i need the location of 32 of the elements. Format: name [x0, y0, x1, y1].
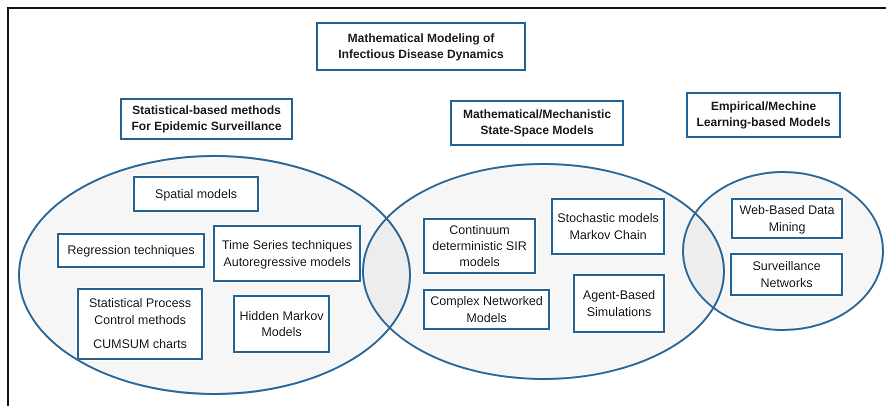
method-text: CUMSUM charts [93, 336, 187, 353]
method-text: Spatial models [155, 186, 237, 202]
heading-box [316, 22, 526, 71]
heading-box [450, 100, 624, 146]
method-text: Agent-Based Simulations [582, 287, 656, 320]
method-box [133, 176, 259, 212]
method-text: Hidden Markov Models [238, 308, 325, 340]
heading-text: Mathematical Modeling of Infectious Disease Dynamics [337, 30, 505, 62]
method-box [423, 289, 550, 330]
method-box [731, 198, 843, 239]
method-box [213, 225, 361, 282]
method-text: Surveillance Networks [751, 258, 822, 291]
method-box [730, 253, 843, 296]
method-box [233, 295, 330, 353]
method-text: Statistical Process Control methods [88, 295, 192, 328]
heading-text: Mathematical/Mechanistic State-Space Models [462, 107, 612, 139]
heading-text: Empirical/Mechine Learning-based Models [695, 99, 832, 131]
method-text: Regression techniques [67, 242, 195, 259]
category-ellipse [682, 171, 884, 331]
heading-text: Statistical-based methods For Epidemic Surveillance [130, 103, 283, 135]
method-box [573, 274, 665, 333]
method-box [57, 233, 205, 268]
method-box [77, 288, 203, 360]
method-box [551, 198, 665, 255]
method-text: Time Series techniques Autoregressive models [220, 237, 354, 270]
method-text: Continuum deterministic SIR models [431, 222, 528, 270]
method-text: Stochastic models Markov Chain [556, 210, 660, 243]
method-text: Web-Based Data Mining [738, 202, 836, 235]
heading-box [686, 92, 841, 138]
method-box [423, 218, 536, 274]
method-text: Complex Networked Models [429, 293, 544, 326]
heading-box [120, 98, 293, 140]
